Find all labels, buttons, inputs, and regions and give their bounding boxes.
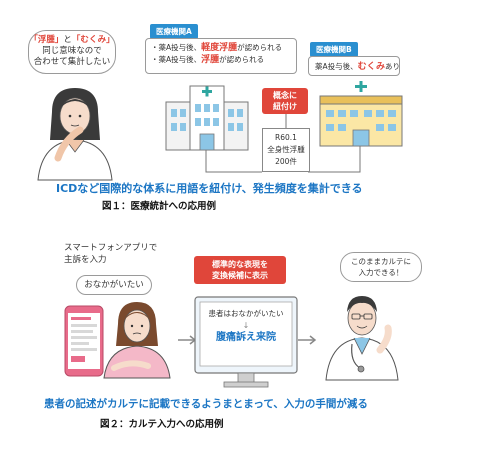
bubble-line-3: 合わせて集計したい [33,57,111,67]
bubble-line-2: 同じ意味なので [42,46,102,56]
patient-illustration [103,302,171,379]
hospital-a-term-keido-fushu: 軽度浮腫 [201,43,238,53]
hospital-a-bubble: ・薬A投与後、軽度浮腫が認められる ・薬A投与後、浮腫が認められる [145,38,297,74]
hospital-b-term-mukumi: むくみ [357,62,386,72]
hospital-b-line1-suffix: あり [385,62,401,71]
figure-2-caption: 図２：カルテ入力への応用例 [100,419,224,430]
monitor-standard-term: 腹痛訴え来院 [216,332,276,343]
computer-monitor [194,296,298,388]
doctor-speech-bubble: このままカルテに 入力できる！ [340,252,422,282]
smartphone-icon [64,305,104,377]
figure-1-summary: ICDなど国際的な体系に用語を紐付け、発生頻度を集計できる [56,182,363,195]
hospital-b-bubble: 薬A投与後、むくみあり [308,56,400,76]
icd-term: 全身性浮腫 [267,145,305,154]
conversion-candidates-box: 標準的な表現を 変換候補に表示 [194,256,286,284]
hospital-a-line1-prefix: ・薬A投与後、 [151,43,202,52]
conversion-line-1: 標準的な表現を [212,260,268,269]
hospital-b-line1-prefix: 薬A投与後、 [315,62,358,71]
hospital-b-tag: 医療機関B [310,42,358,57]
hospital-a-line2-suffix: が認められる [219,55,265,64]
concept-link-box: 概念に 紐付け [262,88,308,114]
woman-illustration [37,88,113,181]
icd-code-box: R60.1 全身性浮腫 200件 [262,128,310,172]
hospital-a-term-fushu: 浮腫 [201,55,220,65]
term-fushu: 「浮腫」 [29,35,64,45]
concept-link-line-2: 紐付け [273,102,297,111]
conversion-line-2: 変換候補に表示 [212,271,268,280]
concept-link-line-1: 概念に [273,91,297,100]
hospital-b-building [319,81,403,147]
term-mukumi: 「むくみ」 [71,35,115,45]
figure-2-summary: 患者の記述がカルテに記載できるようまとまって、入力の手間が減る [44,398,368,410]
smartphone-text-line-1: スマートフォンアプリで [64,243,158,253]
hospital-a-line1-suffix: が認められる [237,43,283,52]
bubble-conjunction: と [63,35,72,45]
icd-count: 200件 [275,157,297,166]
figure-1-caption: 図１：医療統計への応用例 [102,201,217,212]
doctor-bubble-line-2: 入力できる！ [358,268,404,277]
doctor-illustration [325,296,399,381]
monitor-screen-text: 患者はおなかがいたい ↓ 腹痛訴え来院 [200,308,292,345]
smartphone-text-line-2: 主訴を入力 [64,255,107,265]
monitor-down-arrow: ↓ [242,321,250,330]
doctor-bubble-line-1: このままカルテに [351,257,411,266]
monitor-patient-statement: 患者はおなかがいたい [208,309,284,318]
hospital-a-line2-prefix: ・薬A投与後、 [151,55,202,64]
woman-speech-bubble: 「浮腫」と「むくみ」 同じ意味なので 合わせて集計したい [28,30,116,74]
icd-code: R60.1 [275,133,297,142]
smartphone-input-text: スマートフォンアプリで 主訴を入力 [64,242,157,266]
hospital-a-building [165,85,249,151]
patient-speech-bubble: おなかがいたい [76,275,152,295]
hospital-a-tag: 医療機関A [150,24,198,39]
